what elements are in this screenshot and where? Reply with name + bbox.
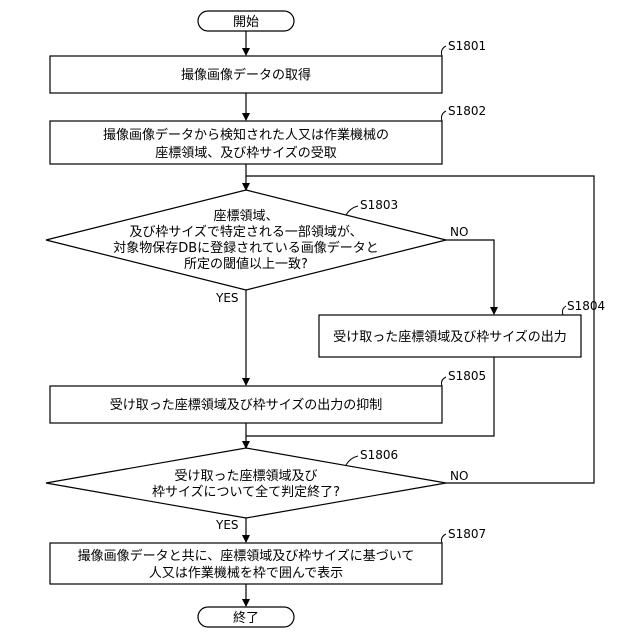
start-label: 開始 bbox=[233, 15, 259, 30]
decision-s1806-line1: 受け取った座標領域及び bbox=[174, 468, 317, 484]
decision-s1803-line4: 所定の閾値以上一致? bbox=[184, 256, 308, 272]
end-label: 終了 bbox=[233, 610, 259, 626]
step-s1807-id: S1807 bbox=[448, 527, 486, 541]
decision-s1803-line1: 座標領域、 bbox=[213, 208, 278, 224]
step-s1805-id: S1805 bbox=[448, 369, 486, 383]
step-s1805-text: 受け取った座標領域及び枠サイズの出力の抑制 bbox=[110, 397, 383, 413]
step-s1801-id: S1801 bbox=[448, 39, 486, 53]
step-s1807-text-line1: 撮像画像データと共に、座標領域及び枠サイズに基づいて bbox=[78, 548, 415, 564]
step-s1807-text-line2: 人又は作業機械を枠で囲んで表示 bbox=[149, 565, 343, 581]
step-s1804-text: 受け取った座標領域及び枠サイズの出力 bbox=[333, 329, 567, 345]
step-s1804-id: S1804 bbox=[567, 299, 605, 313]
step-s1802-id: S1802 bbox=[448, 104, 486, 118]
arrow-s1803-no-to-s1804 bbox=[446, 240, 494, 314]
decision-s1803-line3: 対象物保存DBに登録されている画像データと bbox=[113, 240, 379, 256]
start-terminal: 開始 bbox=[198, 11, 294, 31]
decision-s1806: 受け取った座標領域及び 枠サイズについて全て判定終了? S1806 NO YES bbox=[46, 448, 468, 532]
decision-s1803-no-label: NO bbox=[450, 225, 468, 239]
decision-s1806-no-label: NO bbox=[450, 469, 468, 483]
decision-s1806-yes-label: YES bbox=[215, 518, 239, 532]
step-s1805: 受け取った座標領域及び枠サイズの出力の抑制 S1805 bbox=[50, 369, 486, 423]
decision-s1803-yes-label: YES bbox=[215, 291, 239, 305]
step-s1802-text-line1: 撮像画像データから検知された人又は作業機械の bbox=[103, 127, 389, 143]
step-s1802-text-line2: 座標領域、及び枠サイズの受取 bbox=[155, 145, 337, 161]
decision-s1803-line2: 及び枠サイズで特定される一部領域が、 bbox=[129, 224, 362, 240]
end-terminal: 終了 bbox=[198, 607, 294, 627]
step-s1807: 撮像画像データと共に、座標領域及び枠サイズに基づいて 人又は作業機械を枠で囲んで… bbox=[50, 527, 486, 584]
step-s1801: 撮像画像データの取得 S1801 bbox=[50, 39, 486, 93]
decision-s1803: 座標領域、 及び枠サイズで特定される一部領域が、 対象物保存DBに登録されている… bbox=[46, 190, 468, 305]
step-s1804: 受け取った座標領域及び枠サイズの出力 S1804 bbox=[319, 299, 605, 357]
decision-s1806-id: S1806 bbox=[360, 448, 398, 462]
decision-s1803-id: S1803 bbox=[360, 198, 398, 212]
step-s1801-text: 撮像画像データの取得 bbox=[181, 67, 311, 83]
decision-s1806-line2: 枠サイズについて全て判定終了? bbox=[152, 484, 340, 500]
step-s1802: 撮像画像データから検知された人又は作業機械の 座標領域、及び枠サイズの受取 S1… bbox=[50, 104, 486, 164]
